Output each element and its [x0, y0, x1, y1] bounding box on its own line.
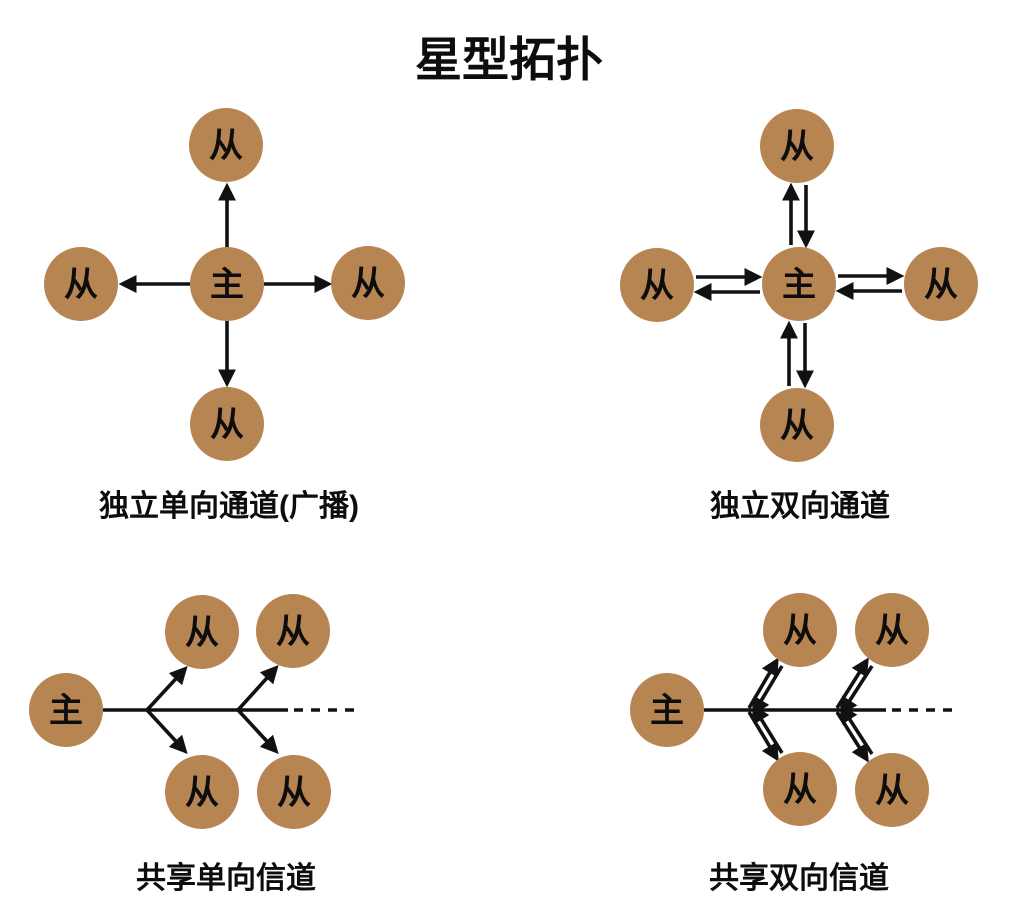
slave-node	[760, 388, 834, 462]
branch-arrow-from-upper-slave	[840, 665, 874, 716]
master-node-label: 主	[210, 266, 244, 304]
slave-node	[165, 595, 239, 669]
master-node-label: 主	[782, 266, 816, 304]
slave-node	[763, 593, 837, 667]
diagram-independent-unidirectional-broadcast: 从 从 从 从 主 独立单向通道(广播)	[44, 108, 405, 523]
diagram-shared-unidirectional: 主 从 从 从 从 共享单向信道	[29, 594, 358, 895]
master-node	[762, 247, 836, 321]
slave-node-label: 从	[276, 613, 310, 651]
slave-node	[44, 247, 118, 321]
page-title: 星型拓扑	[415, 33, 603, 86]
branch-arrow-to-lower-slave	[145, 708, 188, 754]
branch-arrow-to-upper-slave	[145, 666, 188, 712]
master-node-label: 主	[650, 692, 684, 730]
slave-node-label: 从	[277, 774, 311, 812]
slave-node-label: 从	[924, 266, 958, 304]
branch-arrow-to-lower-slave	[236, 708, 279, 754]
master-node	[630, 673, 704, 747]
caption-bottom-left: 共享单向信道	[136, 861, 316, 895]
caption-top-left: 独立单向通道(广播)	[99, 489, 359, 523]
slave-node	[620, 248, 694, 322]
slave-node	[760, 109, 834, 183]
slave-node	[855, 593, 929, 667]
slave-node-label: 从	[209, 127, 243, 165]
slave-node	[855, 753, 929, 827]
branch-arrow-from-lower-slave	[752, 704, 784, 754]
branch-arrow-to-upper-slave	[236, 664, 279, 712]
slave-node-label: 从	[780, 407, 814, 445]
branch-arrow-from-upper-slave	[752, 665, 784, 716]
slave-node-label: 从	[783, 612, 817, 650]
slave-node	[256, 594, 330, 668]
branch-arrow-from-lower-slave	[840, 704, 874, 755]
slave-node	[331, 246, 405, 320]
slave-node-label: 从	[64, 266, 98, 304]
caption-top-right: 独立双向通道	[710, 489, 890, 523]
slave-node	[165, 755, 239, 829]
slave-node-label: 从	[640, 267, 674, 305]
slave-node	[257, 755, 331, 829]
caption-bottom-right: 共享双向信道	[709, 861, 889, 895]
slave-node-label: 从	[875, 772, 909, 810]
slave-node-label: 从	[210, 406, 244, 444]
slave-node-label: 从	[780, 128, 814, 166]
diagram-independent-bidirectional: 从 从 从 从 主 独立双向通道	[620, 109, 978, 523]
slave-node	[189, 108, 263, 182]
master-node	[29, 673, 103, 747]
slave-node	[190, 387, 264, 461]
slave-node-label: 从	[783, 771, 817, 809]
slave-node	[763, 752, 837, 826]
slave-node-label: 从	[351, 265, 385, 303]
slave-node-label: 从	[185, 774, 219, 812]
slave-node-label: 从	[185, 614, 219, 652]
slave-node-label: 从	[875, 612, 909, 650]
master-node	[190, 247, 264, 321]
slave-node	[904, 247, 978, 321]
master-node-label: 主	[49, 692, 83, 730]
diagram-shared-bidirectional: 主 从 从 从 从 共享双向信道	[630, 593, 958, 895]
